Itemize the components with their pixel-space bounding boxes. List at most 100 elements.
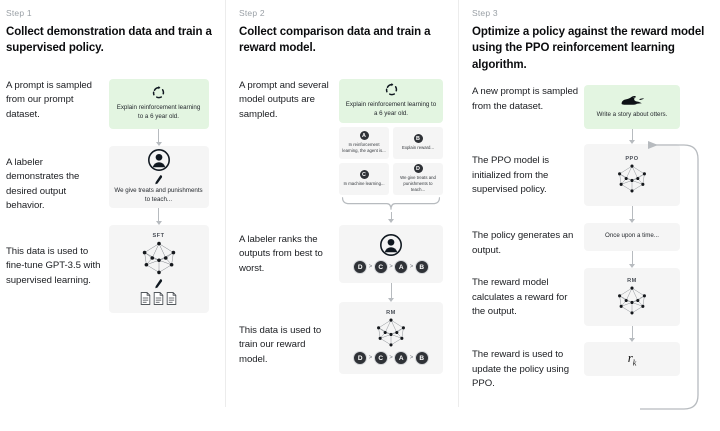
step-3-flow-column-c: Once upon a time... — [584, 222, 680, 268]
step-3-rm-card[interactable]: RM — [584, 267, 680, 326]
pencil-icon — [155, 175, 163, 185]
step-3-output-text: Once upon a time... — [605, 232, 659, 240]
step-2-rm-label: RM — [386, 310, 396, 317]
step-3-caption-5: The reward is used to update the policy … — [472, 348, 569, 390]
rank-pill: A — [394, 351, 409, 366]
step-3-arrow-1 — [628, 128, 637, 144]
rank-pill: B — [414, 351, 429, 366]
step-2-option-d[interactable]: D We give treats and punishments to teac… — [393, 162, 443, 195]
step-3-row-rm: The reward model calculates a reward for… — [470, 267, 710, 342]
reward-symbol: rk — [628, 350, 637, 368]
rank-pill: A — [394, 260, 409, 275]
step-3-caption-3: The policy generates an output. — [472, 229, 574, 256]
step-3-arrow-2 — [628, 205, 637, 223]
step-3-row-prompt: A new prompt is sampled from the dataset… — [470, 84, 710, 144]
option-text: In machine learning... — [343, 181, 385, 187]
step-2-flow-column-b: D > C > A > B — [334, 224, 448, 302]
step-3-row-output: The policy generates an output. Once upo… — [470, 222, 710, 268]
recycle-icon — [152, 86, 165, 99]
step-1-title: Collect demonstration data and train a s… — [6, 26, 212, 55]
step-1-labeler-text: We give treats and punishments to teach.… — [114, 187, 203, 204]
option-text: Explain reward... — [401, 145, 434, 151]
step-2-rm-ranking-row: D > C > A > B — [353, 351, 429, 366]
option-badge: A — [359, 131, 369, 141]
step-3-column: Step 3 Optimize a policy against the rew… — [458, 0, 720, 410]
step-3-label: Step 3 — [472, 8, 498, 18]
rank-sep: > — [409, 355, 414, 362]
step-1-caption-1: A prompt is sampled from our prompt data… — [6, 79, 92, 120]
step-2-rm-card[interactable]: RM — [339, 301, 443, 374]
option-badge: C — [359, 170, 369, 180]
step-3-reward-card[interactable]: rk — [584, 341, 680, 376]
column-divider-2 — [458, 0, 459, 407]
step-2-flow-column-a: Explain reinforcement learning to a 6 ye… — [334, 78, 448, 223]
recycle-icon — [385, 83, 397, 96]
person-icon — [147, 149, 170, 172]
step-1-prompt-card[interactable]: Explain reinforcement learning to a 6 ye… — [108, 78, 209, 129]
step-3-arrow-4 — [628, 325, 637, 342]
step-3-title: Optimize a policy against the reward mod… — [472, 26, 705, 71]
step-2-caption-2: A labeler ranks the outputs from best to… — [239, 233, 323, 274]
step-2-arrow-2 — [387, 282, 396, 302]
pencil-icon — [155, 278, 163, 288]
step-2-row-ranking: A labeler ranks the outputs from best to… — [237, 224, 448, 302]
step-2-caption-1: A prompt and several model outputs are s… — [239, 79, 329, 120]
step-2-title: Collect comparison data and train a rewa… — [239, 26, 431, 55]
step-2-prompt-text: Explain reinforcement learning to a 6 ye… — [345, 101, 437, 118]
step-2-prompt-card[interactable]: Explain reinforcement learning to a 6 ye… — [339, 78, 443, 123]
step-1-labeler-card[interactable]: We give treats and punishments to teach.… — [108, 145, 209, 208]
rank-sep: > — [368, 264, 373, 271]
step-2-option-b[interactable]: B Explain reward... — [393, 126, 443, 159]
step-3-flow-column-b: PPO — [584, 143, 680, 223]
rank-sep: > — [389, 355, 393, 362]
option-text: We give treats and punishments to teach.… — [400, 175, 436, 193]
step-3-flow-column-a: Write a story about otters. — [584, 84, 680, 144]
person-icon — [380, 234, 402, 257]
option-badge: D — [413, 164, 423, 174]
document-icon — [153, 291, 164, 305]
step-1-sft-label: SFT — [152, 232, 165, 239]
step-1-flow-column-a: Explain reinforcement learning to a 6 ye… — [102, 78, 215, 146]
neural-network-icon — [377, 318, 405, 347]
step-3-prompt-card[interactable]: Write a story about otters. — [584, 84, 680, 129]
rank-sep: > — [409, 264, 414, 271]
rlhf-diagram: Step 1 Collect demonstration data and tr… — [0, 0, 720, 410]
step-2-option-c[interactable]: C In machine learning... — [339, 162, 389, 195]
step-2-labeler-card[interactable]: D > C > A > B — [339, 224, 443, 283]
step-3-output-card[interactable]: Once upon a time... — [584, 222, 680, 251]
step-3-ppo-card[interactable]: PPO — [584, 143, 680, 206]
step-2-ranking-row: D > C > A > B — [353, 260, 429, 275]
step-1-arrow-2 — [154, 207, 163, 225]
step-1-sft-card[interactable]: SFT — [108, 224, 209, 313]
option-text: In reinforcement learning, the agent is.… — [342, 142, 386, 154]
option-badge: B — [413, 134, 423, 144]
convergence-brace — [341, 196, 441, 210]
rank-pill: D — [353, 351, 368, 366]
step-3-rm-label: RM — [627, 277, 637, 284]
step-2-column: Step 2 Collect comparison data and train… — [225, 0, 458, 407]
rank-sep: > — [389, 264, 393, 271]
column-divider-1 — [225, 0, 226, 407]
rank-pill: C — [373, 351, 388, 366]
step-1-flow: A prompt is sampled from our prompt data… — [4, 78, 215, 313]
step-3-row-ppo: The PPO model is initialized from the su… — [470, 143, 710, 223]
rank-pill: B — [414, 260, 429, 275]
rank-sep: > — [368, 355, 373, 362]
step-2-caption-3: This data is used to train our reward mo… — [239, 324, 322, 365]
step-2-flow: A prompt and several model outputs are s… — [237, 78, 448, 374]
document-icon — [140, 291, 151, 305]
step-3-caption-1: A new prompt is sampled from the dataset… — [472, 85, 579, 112]
step-1-caption-2: A labeler demonstrates the desired outpu… — [6, 156, 80, 212]
step-3-caption-4: The reward model calculates a reward for… — [472, 276, 568, 318]
step-2-option-a[interactable]: A In reinforcement learning, the agent i… — [339, 126, 389, 159]
step-1-prompt-text: Explain reinforcement learning to a 6 ye… — [116, 104, 201, 121]
rank-pill: D — [353, 260, 368, 275]
step-1-label: Step 1 — [6, 8, 32, 18]
step-3-flow-column-d: RM — [584, 267, 680, 342]
step-1-column: Step 1 Collect demonstration data and tr… — [0, 0, 225, 407]
step-3-caption-2: The PPO model is initialized from the su… — [472, 154, 550, 196]
step-3-ppo-label: PPO — [625, 155, 639, 162]
reward-symbol-base: r — [627, 350, 633, 366]
step-3-flow: A new prompt is sampled from the dataset… — [470, 84, 710, 410]
step-2-row-prompt: A prompt and several model outputs are s… — [237, 78, 448, 223]
